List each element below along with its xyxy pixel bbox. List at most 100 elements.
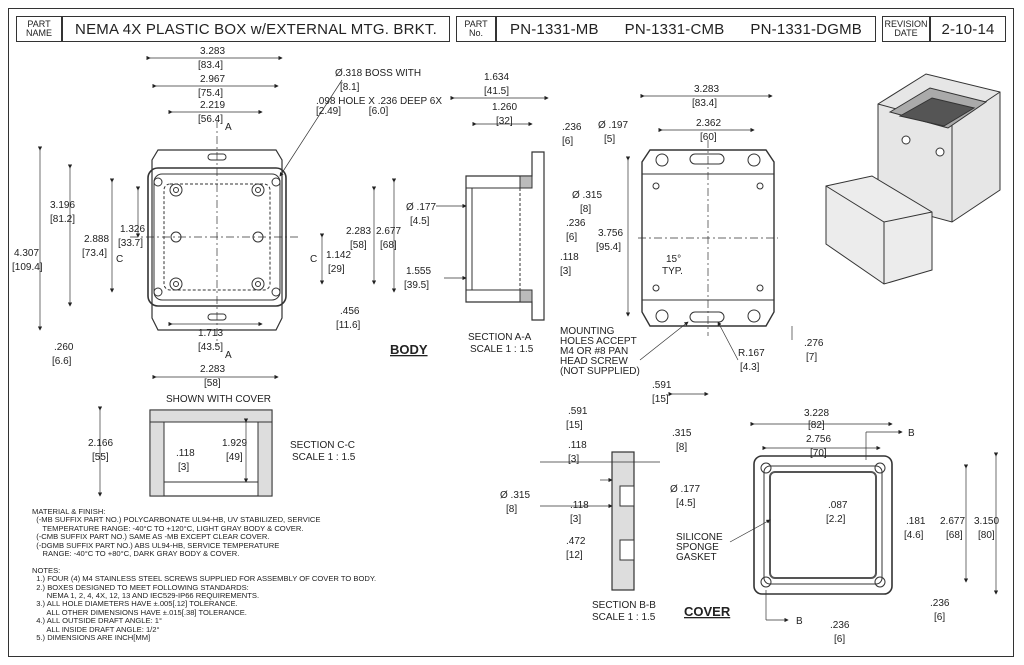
aa-d2: 1.260 (492, 102, 517, 113)
cover-w2: 2.756 (806, 434, 831, 445)
back-h-mm: [95.4] (596, 242, 621, 253)
cover-w-mm: [82] (808, 420, 825, 431)
revision-label: REVISION DATE (884, 19, 928, 38)
section-cc-view (97, 406, 273, 497)
back-hole: Ø .197 (598, 120, 628, 131)
bb-f-mm: [3] (570, 514, 581, 525)
bb-e: Ø .177 (670, 484, 700, 495)
section-c-right: C (310, 254, 317, 265)
dim-tab-mm: [11.6] (336, 320, 360, 331)
dim-tab-h-mm: [6.6] (52, 356, 72, 367)
section-c-left: C (116, 254, 123, 265)
dim-h-inner-mm: [73.4] (82, 248, 107, 259)
back-angle-typ: TYP. (662, 266, 683, 277)
gasket-2: SPONGE (676, 542, 719, 553)
cc-d-mm: [3] (178, 462, 189, 473)
back-note-3: M4 OR #8 PAN (560, 346, 628, 357)
aa-d2-mm: [32] (496, 116, 513, 127)
revision-label-cell: REVISION DATE (882, 16, 930, 42)
cover-g2: .236 (830, 620, 850, 631)
revision-date: 2-10-14 (941, 20, 995, 38)
bb-f: .118 (570, 500, 589, 511)
section-a-top: A (225, 122, 232, 133)
section-aa-label: SECTION A-A (468, 332, 532, 343)
dim-h-small-mm: [29] (328, 264, 345, 275)
section-aa-texts: 1.634 [41.5] 1.260 [32] .236 [6] Ø .177 … (404, 72, 602, 355)
boss-note-2: .098 HOLE X .236 DEEP 6X (316, 96, 442, 107)
back-angle: 15° (666, 254, 681, 265)
back-r: R.167 (738, 348, 765, 359)
back-note-1: MOUNTING (560, 326, 615, 337)
bb-a: .591 (568, 406, 588, 417)
dim-h-half-mm: [33.7] (118, 238, 143, 249)
back-bot-mm: [15] (652, 394, 669, 405)
dim-w-holes: 2.283 (346, 226, 371, 237)
part-numbers-cell: PN-1331-MB PN-1331-CMB PN-1331-DGMB (496, 16, 876, 42)
aa-d8-mm: [39.5] (404, 280, 429, 291)
body-label: BODY (390, 342, 428, 357)
part-name-cell: NEMA 4X PLASTIC BOX w/EXTERNAL MTG. BRKT… (62, 16, 450, 42)
dim-h-total-mm: [109.4] (12, 262, 43, 273)
dim-h-small: 1.142 (326, 250, 351, 261)
back-note-2: HOLES ACCEPT (560, 336, 637, 347)
dim-h-holes-mm: [68] (380, 240, 397, 251)
cover-view (729, 421, 999, 623)
section-bb-texts: .591 [15] .118 [3] .315 [8] Ø .315 [8] Ø… (500, 406, 700, 623)
dim-w-mid: 2.967 (200, 74, 225, 85)
aa-d4: Ø .177 (406, 202, 436, 213)
cover-b-bottom: B (796, 616, 803, 627)
gasket-1: SILICONE (676, 532, 723, 543)
back-slot-mm: [60] (700, 132, 717, 143)
part-no-label: PART No. (464, 19, 488, 38)
cover-g2-mm: [6] (834, 634, 845, 645)
part-name: NEMA 4X PLASTIC BOX w/EXTERNAL MTG. BRKT… (75, 20, 437, 38)
aa-d4-mm: [4.5] (410, 216, 430, 227)
back-h: 3.756 (598, 228, 623, 239)
bb-a-mm: [15] (566, 420, 583, 431)
cover-h2-mm: [80] (978, 530, 995, 541)
body-view (37, 55, 397, 380)
dim-tab: .456 (340, 306, 360, 317)
section-aa-scale: SCALE 1 : 1.5 (470, 344, 534, 355)
aa-d3: .236 (562, 122, 582, 133)
cover-h-mm: [68] (946, 530, 963, 541)
back-tab: .276 (804, 338, 824, 349)
cover-h2: 3.150 (974, 516, 999, 527)
cover-label: COVER (684, 604, 731, 619)
dim-w-outer: 3.283 (200, 46, 225, 57)
cc-h: 2.166 (88, 438, 113, 449)
dim-w-holes-mm: [58] (350, 240, 367, 251)
bb-d-mm: [8] (506, 504, 517, 515)
back-slot: 2.362 (696, 118, 721, 129)
section-cc-texts: SHOWN WITH COVER 2.166 [55] .118 [3] 1.9… (88, 394, 356, 473)
cc-h-mm: [55] (92, 452, 109, 463)
dim-h-inner: 2.888 (84, 234, 109, 245)
boss-note-1: Ø.318 BOSS WITH (335, 68, 421, 79)
back-bot: .591 (652, 380, 672, 391)
section-cc-label: SECTION C-C (290, 440, 355, 451)
dim-h-body: 3.196 (50, 200, 75, 211)
bb-c-mm: [8] (676, 442, 687, 453)
back-w: 3.283 (694, 84, 719, 95)
part-no-label-cell: PART No. (456, 16, 496, 42)
aa-d6: .236 (566, 218, 586, 229)
cover-b-top: B (908, 428, 915, 439)
bb-b-mm: [3] (568, 454, 579, 465)
aa-d7-mm: [3] (560, 266, 571, 277)
cover-texts: 3.228 [82] 2.756 [70] B B .087 [2.2] .18… (676, 408, 999, 645)
cc-d: .118 (176, 448, 195, 459)
isometric-box (825, 73, 1001, 285)
boss-note-1-mm: [8.1] (340, 82, 360, 93)
cover-w: 3.228 (804, 408, 829, 419)
section-cc-scale: SCALE 1 : 1.5 (292, 452, 356, 463)
aa-d8: 1.555 (406, 266, 431, 277)
dim-bot-slot: 1.713 (198, 328, 223, 339)
cover-e: .087 (828, 500, 848, 511)
part-number-dgmb: PN-1331-DGMB (750, 20, 862, 38)
section-bb-scale: SCALE 1 : 1.5 (592, 612, 656, 623)
bb-g-mm: [12] (566, 550, 583, 561)
dim-w-mid-mm: [75.4] (198, 88, 223, 99)
back-r-mm: [4.3] (740, 362, 760, 373)
drawing-frame (8, 8, 1014, 657)
bb-d: Ø .315 (500, 490, 530, 501)
